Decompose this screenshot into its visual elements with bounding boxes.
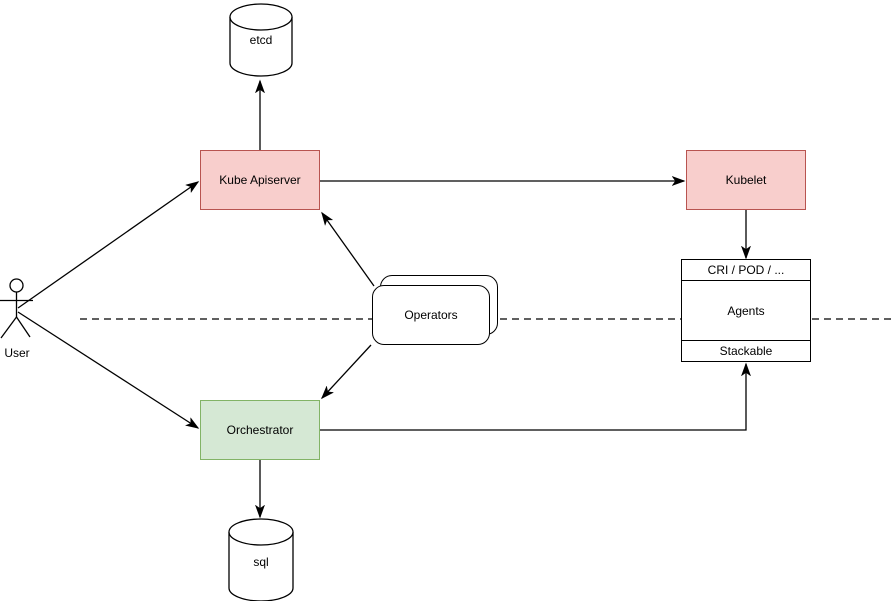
- node-kubelet[interactable]: Kubelet: [686, 150, 806, 210]
- user-label: User: [4, 346, 30, 360]
- node-agents-header: CRI / POD / ...: [682, 260, 810, 281]
- edge-user-to-kube-apiserver[interactable]: [17, 182, 198, 309]
- etcd-label: etcd: [249, 33, 273, 47]
- node-agents-body: Agents: [682, 281, 810, 340]
- node-kube-apiserver-label: Kube Apiserver: [219, 172, 301, 187]
- edge-orchestrator-to-agents-stackable[interactable]: [320, 364, 746, 431]
- node-orchestrator-label: Orchestrator: [226, 422, 294, 437]
- user-actor-figure[interactable]: [0, 278, 33, 339]
- node-operators[interactable]: Operators: [372, 285, 490, 345]
- node-agents-footer: Stackable: [682, 340, 810, 361]
- node-agents-body-label: Agents: [727, 303, 765, 318]
- node-kubelet-label: Kubelet: [725, 172, 767, 187]
- edge-user-to-orchestrator[interactable]: [17, 311, 198, 428]
- sql-cylinder-shape[interactable]: [228, 518, 294, 601]
- node-agents-header-label: CRI / POD / ...: [707, 263, 785, 277]
- node-agents-stack[interactable]: CRI / POD / ... Agents Stackable: [681, 259, 811, 362]
- node-agents-footer-label: Stackable: [719, 344, 773, 358]
- etcd-cylinder-shape[interactable]: [229, 3, 293, 77]
- node-operators-label: Operators: [404, 307, 458, 322]
- node-orchestrator[interactable]: Orchestrator: [200, 400, 320, 460]
- edge-operators-to-orchestrator[interactable]: [322, 344, 372, 398]
- edge-operators-to-kube-apiserver[interactable]: [322, 213, 375, 287]
- node-kube-apiserver[interactable]: Kube Apiserver: [200, 150, 320, 210]
- sql-label: sql: [253, 555, 269, 569]
